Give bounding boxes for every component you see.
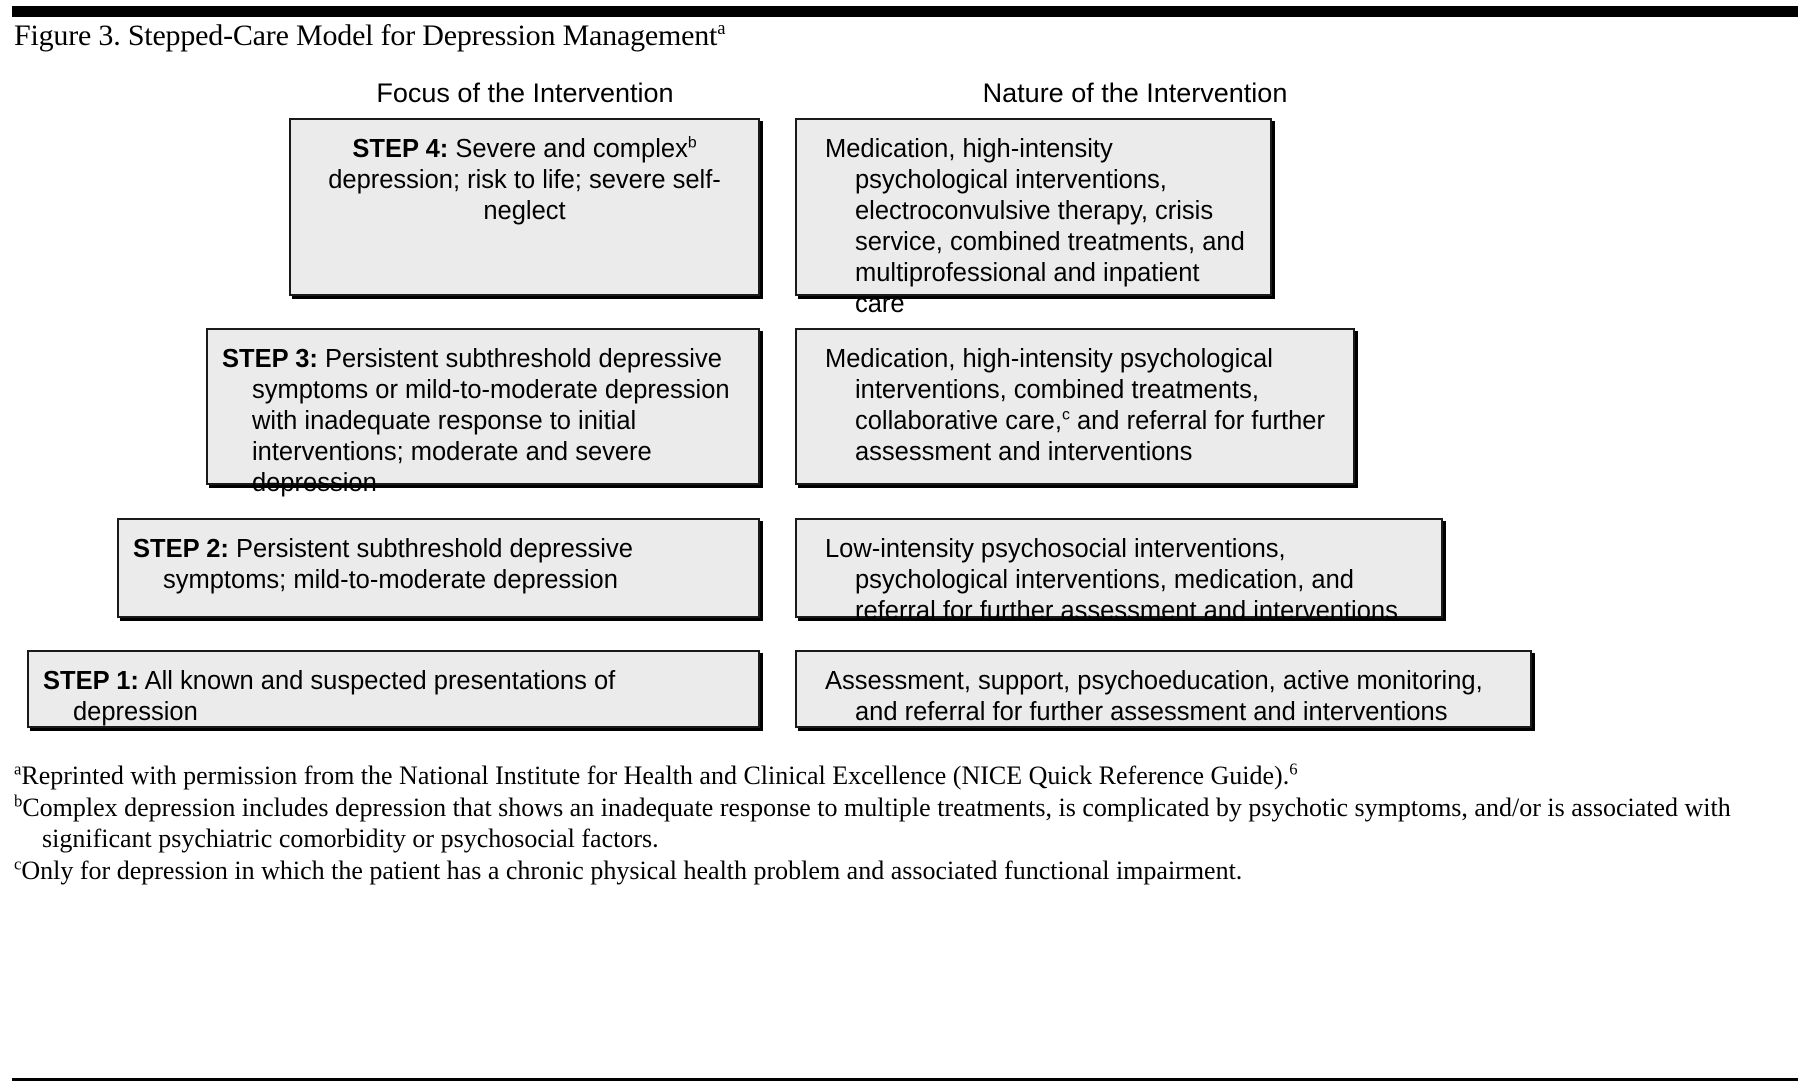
step-1-label: STEP 1:	[43, 667, 139, 695]
step-4-focus-box: STEP 4: Severe and complexb depression; …	[289, 118, 760, 296]
footnote-c-marker: c	[14, 854, 22, 874]
step-1-focus-box: STEP 1: All known and suspected presenta…	[27, 650, 760, 728]
footnote-a: aReprinted with permission from the Nati…	[14, 760, 1794, 791]
step-4-nature-box: Medication, high-intensity psychological…	[795, 118, 1272, 318]
step-3-nature-box: Medication, high-intensity psychological…	[795, 328, 1355, 485]
footnote-a-marker: a	[14, 759, 22, 779]
step-1-nature-text: Assessment, support, psychoeducation, ac…	[825, 667, 1483, 726]
figure-title-text: Figure 3. Stepped-Care Model for Depress…	[14, 19, 718, 52]
footnote-a-text: Reprinted with permission from the Natio…	[21, 761, 1290, 790]
step-2-label: STEP 2:	[133, 535, 229, 563]
step-4-focus-part1: Severe and complex	[448, 135, 688, 163]
step-1-nature-box: Assessment, support, psychoeducation, ac…	[795, 650, 1532, 728]
step-2-focus-body: Persistent subthreshold depressive sympt…	[163, 535, 633, 594]
step-3-nature-part1: Medication, high-intensity psychological…	[825, 345, 1273, 435]
page-title: Figure 3. Stepped-Care Model for Depress…	[14, 19, 725, 53]
step-3-nature-marker: c	[1061, 406, 1070, 424]
footnote-b-marker: b	[14, 791, 23, 811]
step-3-focus-body: Persistent subthreshold depressive sympt…	[252, 345, 730, 497]
step-4-nature-text: Medication, high-intensity psychological…	[825, 135, 1245, 318]
step-4-focus-part2: depression; risk to life; severe self-ne…	[328, 166, 721, 225]
footnote-c-text: Only for depression in which the patient…	[21, 856, 1243, 885]
step-2-nature-box: Low-intensity psychosocial interventions…	[795, 518, 1443, 625]
step-1-focus-body: All known and suspected presentations of…	[73, 667, 616, 726]
step-3-label: STEP 3:	[222, 345, 318, 373]
step-1-focus-text: STEP 1: All known and suspected presenta…	[29, 652, 758, 738]
step-3-focus-box: STEP 3: Persistent subthreshold depressi…	[206, 328, 760, 497]
step-2-focus-text: STEP 2: Persistent subthreshold depressi…	[119, 520, 758, 606]
footnote-a-reference: 6	[1289, 759, 1298, 779]
figure-title-footnote-marker: a	[717, 18, 726, 39]
step-3-nature-part2: and referral for further assessment and …	[855, 407, 1325, 466]
top-rule	[12, 6, 1798, 17]
footnote-b-text: Complex depression includes depression t…	[22, 793, 1731, 853]
step-2-nature-text: Low-intensity psychosocial interventions…	[825, 535, 1398, 625]
step-4-label: STEP 4:	[352, 135, 449, 163]
bottom-rule	[12, 1078, 1798, 1081]
column-header-focus: Focus of the Intervention	[376, 78, 674, 108]
step-4-focus-text: STEP 4: Severe and complexb depression; …	[291, 120, 758, 237]
column-header-nature: Nature of the Intervention	[982, 78, 1288, 108]
step-4-focus-marker: b	[687, 134, 697, 152]
step-3-focus-text: STEP 3: Persistent subthreshold depressi…	[208, 330, 758, 509]
footnotes: aReprinted with permission from the Nati…	[14, 760, 1794, 887]
step-3-nature-text: Medication, high-intensity psychological…	[797, 330, 1353, 478]
footnote-c: cOnly for depression in which the patien…	[14, 855, 1794, 886]
footnote-b: bComplex depression includes depression …	[14, 792, 1794, 854]
step-2-focus-box: STEP 2: Persistent subthreshold depressi…	[117, 518, 760, 618]
